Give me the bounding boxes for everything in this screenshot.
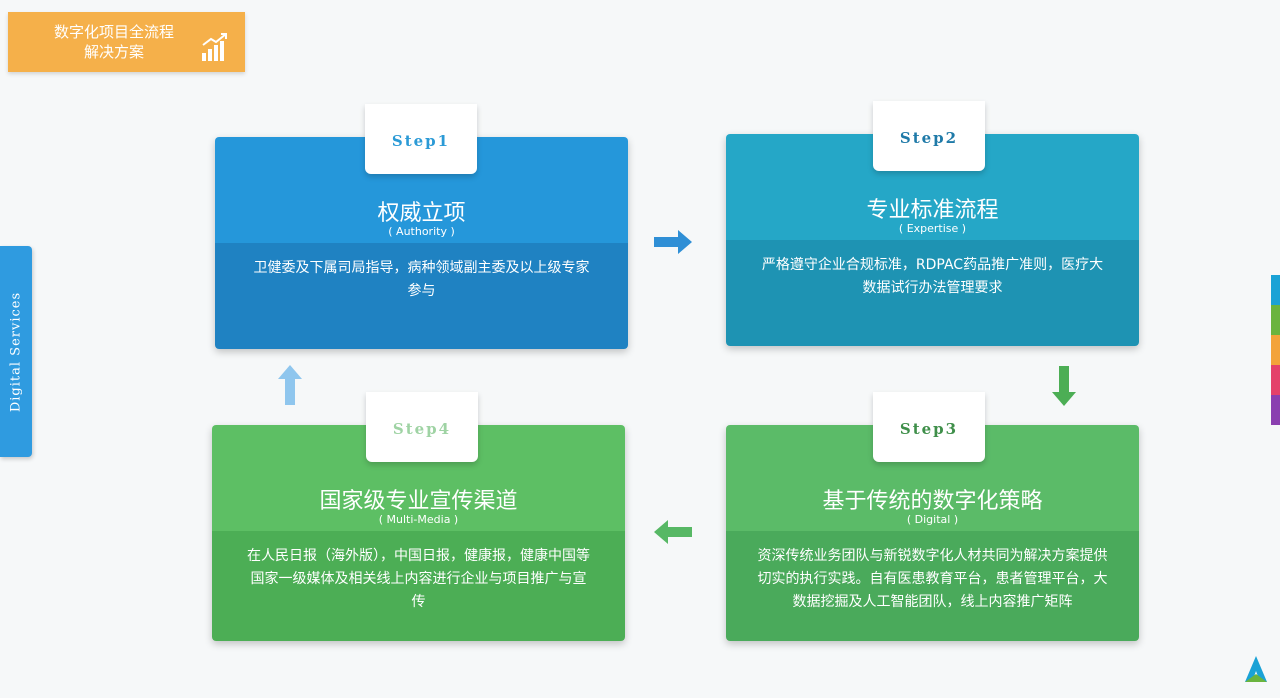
step4-card[interactable]: Step4 国家级专业宣传渠道 ( Multi-Media ) 在人民日报（海外… — [212, 392, 625, 641]
step3-description: 资深传统业务团队与新锐数字化人材共同为解决方案提供切实的执行实践。自有医患教育平… — [757, 548, 1108, 610]
step2-tab-label: Step2 — [899, 129, 959, 147]
step1-tab-label: Step1 — [391, 132, 451, 150]
step1-description: 卫健委及下属司局指导，病种领域副主委及以上级专家参与 — [253, 260, 590, 299]
step2-card[interactable]: Step2 专业标准流程 ( Expertise ) 严格遵守企业合规标准，RD… — [726, 101, 1139, 346]
swatch-blue[interactable] — [1271, 275, 1280, 305]
step1-title: 权威立项 — [377, 201, 466, 226]
step4-subtitle: ( Multi-Media ) — [378, 513, 459, 526]
step4-description: 在人民日报（海外版），中国日报，健康报，健康中国等国家一级媒体及相关线上内容进行… — [247, 548, 590, 610]
arrow-down-icon — [1052, 366, 1076, 406]
header-title-box: 数字化项目全流程 解决方案 — [8, 12, 245, 72]
step3-tab: Step3 — [873, 392, 985, 462]
step1-card[interactable]: Step1 权威立项 ( Authority ) 卫健委及下属司局指导，病种领域… — [215, 104, 628, 349]
step2-subtitle: ( Expertise ) — [898, 222, 967, 235]
swatch-purple[interactable] — [1271, 395, 1280, 425]
step2-title: 专业标准流程 — [866, 198, 999, 223]
swatch-orange[interactable] — [1271, 335, 1280, 365]
step4-tab-label: Step4 — [392, 420, 452, 438]
step3-title: 基于传统的数字化策略 — [822, 489, 1043, 514]
swatch-green[interactable] — [1271, 305, 1280, 335]
step1-subtitle: ( Authority ) — [388, 225, 455, 238]
swatch-pink[interactable] — [1271, 365, 1280, 395]
step1-tab: Step1 — [365, 104, 477, 174]
step3-card[interactable]: Step3 基于传统的数字化策略 ( Digital ) 资深传统业务团队与新锐… — [726, 392, 1139, 641]
side-tab-digital-services[interactable]: Digital Services — [0, 246, 32, 457]
step3-subtitle: ( Digital ) — [906, 513, 959, 526]
arrow-right-icon — [654, 230, 692, 254]
logo-icon — [1245, 656, 1267, 682]
page-title: 数字化项目全流程 解决方案 — [53, 23, 174, 61]
step4-tab: Step4 — [366, 392, 478, 462]
bar-chart-icon — [202, 33, 227, 61]
color-swatches — [1271, 275, 1280, 425]
arrow-up-icon — [278, 365, 302, 405]
arrow-left-icon — [654, 520, 692, 544]
step4-title: 国家级专业宣传渠道 — [319, 489, 518, 514]
side-tab-label: Digital Services — [8, 291, 24, 413]
step2-tab: Step2 — [873, 101, 985, 171]
step2-description: 严格遵守企业合规标准，RDPAC药品推广准则，医疗大数据试行办法管理要求 — [761, 257, 1104, 296]
step3-tab-label: Step3 — [899, 420, 959, 438]
